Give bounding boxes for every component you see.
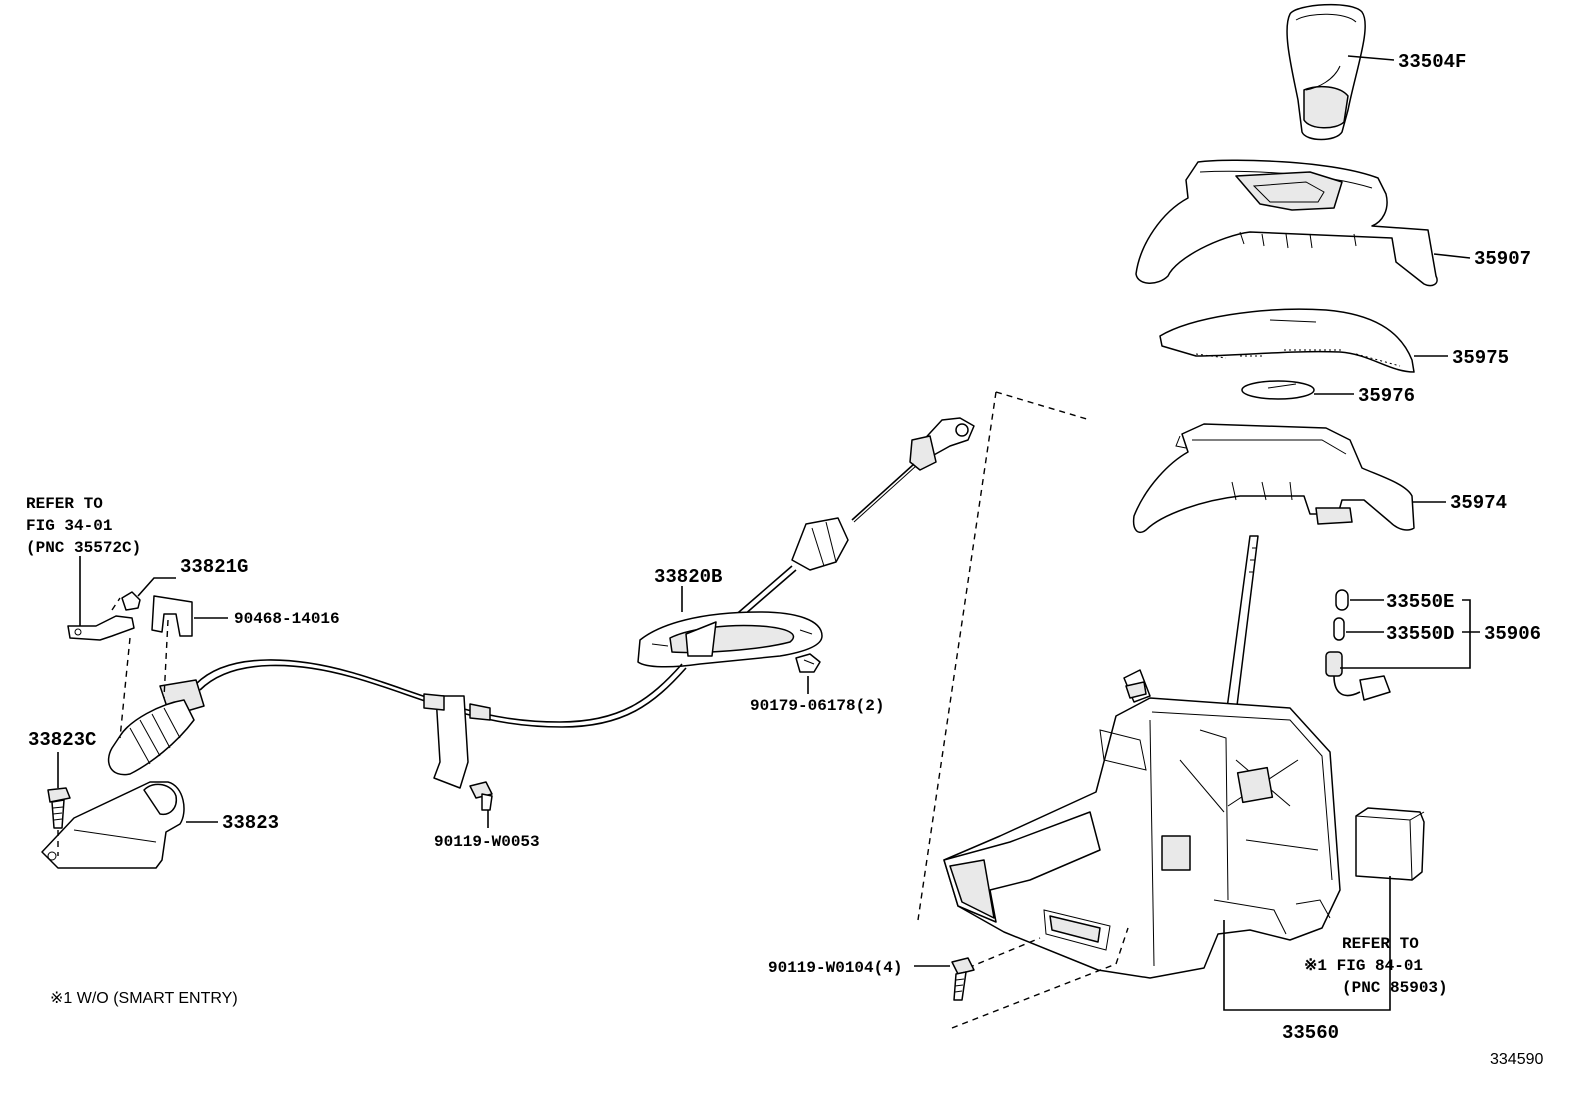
label-33823: 33823 — [222, 812, 279, 834]
refer-right-line2: ※1 FIG 84-01 — [1304, 957, 1423, 975]
bulb-socket-harness-part[interactable] — [1325, 651, 1391, 701]
mounting-zone-outline-lower — [951, 927, 1129, 1029]
lower-console-panel-part[interactable] — [1132, 423, 1415, 534]
bolt-90119-w0104-part[interactable] — [951, 957, 975, 1001]
cable-bracket-33823-part[interactable] — [41, 781, 185, 869]
refer-right-line3: (PNC 85903) — [1342, 979, 1448, 997]
nut-90179-06178-part[interactable] — [795, 653, 821, 673]
label-90119-w0104: 90119-W0104(4) — [768, 959, 902, 977]
label-35975: 35975 — [1452, 347, 1509, 369]
shift-lever-assembly-part[interactable] — [943, 535, 1341, 979]
guide-dash-1 — [119, 637, 131, 739]
bulb-33550d-part[interactable] — [1333, 617, 1345, 641]
upper-console-panel-part[interactable] — [1135, 159, 1438, 287]
label-33560: 33560 — [1282, 1022, 1339, 1044]
guide-dash-2 — [163, 619, 169, 699]
indicator-film-part[interactable] — [1241, 380, 1315, 400]
label-90468-14016: 90468-14016 — [234, 610, 340, 628]
smart-key-ecu-box[interactable] — [1355, 807, 1425, 881]
label-33550e: 33550E — [1386, 591, 1454, 613]
bolt-33823c-part[interactable] — [47, 787, 71, 829]
label-33823c: 33823C — [28, 729, 96, 751]
label-33504f: 33504F — [1398, 51, 1466, 73]
label-35976: 35976 — [1358, 385, 1415, 407]
label-33821g: 33821G — [180, 556, 248, 578]
label-33820b: 33820B — [654, 566, 722, 588]
label-33550d: 33550D — [1386, 623, 1454, 645]
refer-bracket-35572c[interactable] — [67, 615, 135, 641]
mounting-zone-outline — [917, 391, 1091, 921]
bolt-90119-w0053-part[interactable] — [469, 781, 493, 811]
label-35907: 35907 — [1474, 248, 1531, 270]
leader-lines — [57, 55, 1480, 1011]
label-35974: 35974 — [1450, 492, 1507, 514]
nut-33821g-part[interactable] — [121, 591, 141, 611]
label-90119-w0053: 90119-W0053 — [434, 833, 540, 851]
refer-left-line1: REFER TO — [26, 495, 103, 513]
figure-number: 334590 — [1490, 1051, 1543, 1068]
guide-dash-4 — [111, 597, 121, 611]
clip-90468-14016-part[interactable] — [151, 595, 193, 637]
footnote-text: ※1 W/O (SMART ENTRY) — [50, 990, 238, 1007]
refer-right-line1: REFER TO — [1342, 935, 1419, 953]
label-35906: 35906 — [1484, 623, 1541, 645]
shift-knob-part[interactable] — [1286, 3, 1366, 141]
label-90179-06178: 90179-06178(2) — [750, 697, 884, 715]
bulb-33550e-part[interactable] — [1335, 589, 1349, 611]
refer-left-line2: FIG 34-01 — [26, 517, 112, 535]
refer-left-line3: (PNC 35572C) — [26, 539, 141, 557]
indicator-plate-part[interactable] — [1159, 308, 1415, 373]
shift-cable-part[interactable] — [107, 417, 975, 789]
